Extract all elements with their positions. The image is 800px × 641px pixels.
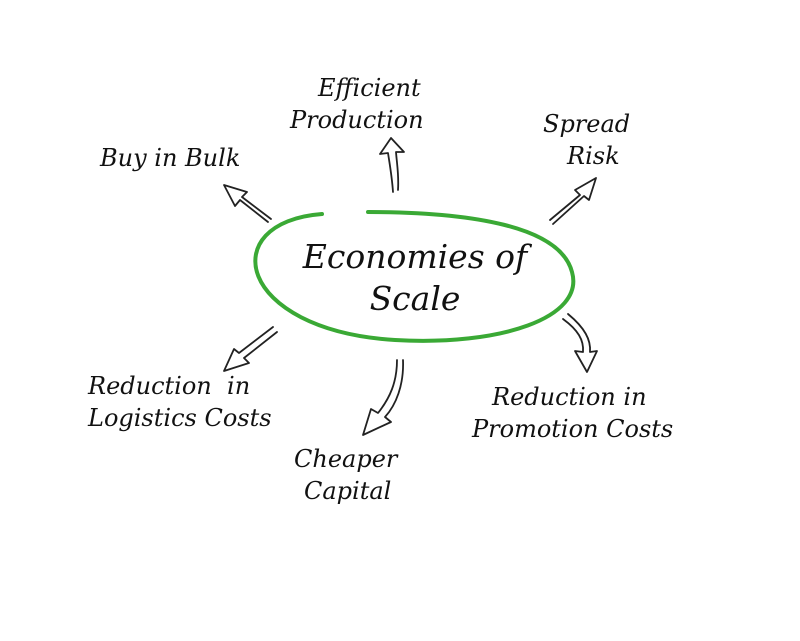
- node-spread-risk-line1: Spread: [543, 110, 631, 138]
- center-label-line2: Scale: [369, 279, 461, 318]
- arrow-spread-risk: [549, 177, 597, 225]
- node-buy-in-bulk-line1: Buy in Bulk: [100, 144, 241, 172]
- arrow-cheaper-capital: [362, 359, 404, 436]
- node-reduction-logistics: Reduction in Logistics Costs: [88, 370, 272, 434]
- arrow-reduction-logistics: [223, 326, 278, 372]
- node-buy-in-bulk: Buy in Bulk: [100, 142, 240, 174]
- node-reduction-promotion-line1: Reduction in: [492, 383, 647, 411]
- node-efficient-production-line1: Efficient: [318, 74, 421, 102]
- center-label-line1: Economies of: [302, 237, 528, 276]
- node-efficient-production-line2: Production: [290, 106, 424, 134]
- node-cheaper-capital-line1: Cheaper: [294, 445, 398, 473]
- node-efficient-production: Efficient Production: [290, 72, 424, 136]
- node-reduction-promotion: Reduction in Promotion Costs: [472, 381, 673, 445]
- node-spread-risk: Spread Risk: [543, 108, 630, 172]
- arrow-buy-in-bulk: [223, 184, 272, 223]
- node-reduction-logistics-line1: Reduction in: [88, 372, 251, 400]
- node-spread-risk-line2: Risk: [567, 142, 620, 170]
- center-label: Economies of Scale: [255, 236, 575, 320]
- node-reduction-logistics-line2: Logistics Costs: [88, 404, 272, 432]
- arrow-efficient-production: [379, 137, 405, 193]
- arrow-reduction-promotion: [562, 313, 598, 373]
- node-reduction-promotion-line2: Promotion Costs: [472, 415, 674, 443]
- node-cheaper-capital: Cheaper Capital: [294, 443, 397, 507]
- node-cheaper-capital-line2: Capital: [304, 477, 392, 505]
- center-ellipse: [253, 210, 576, 343]
